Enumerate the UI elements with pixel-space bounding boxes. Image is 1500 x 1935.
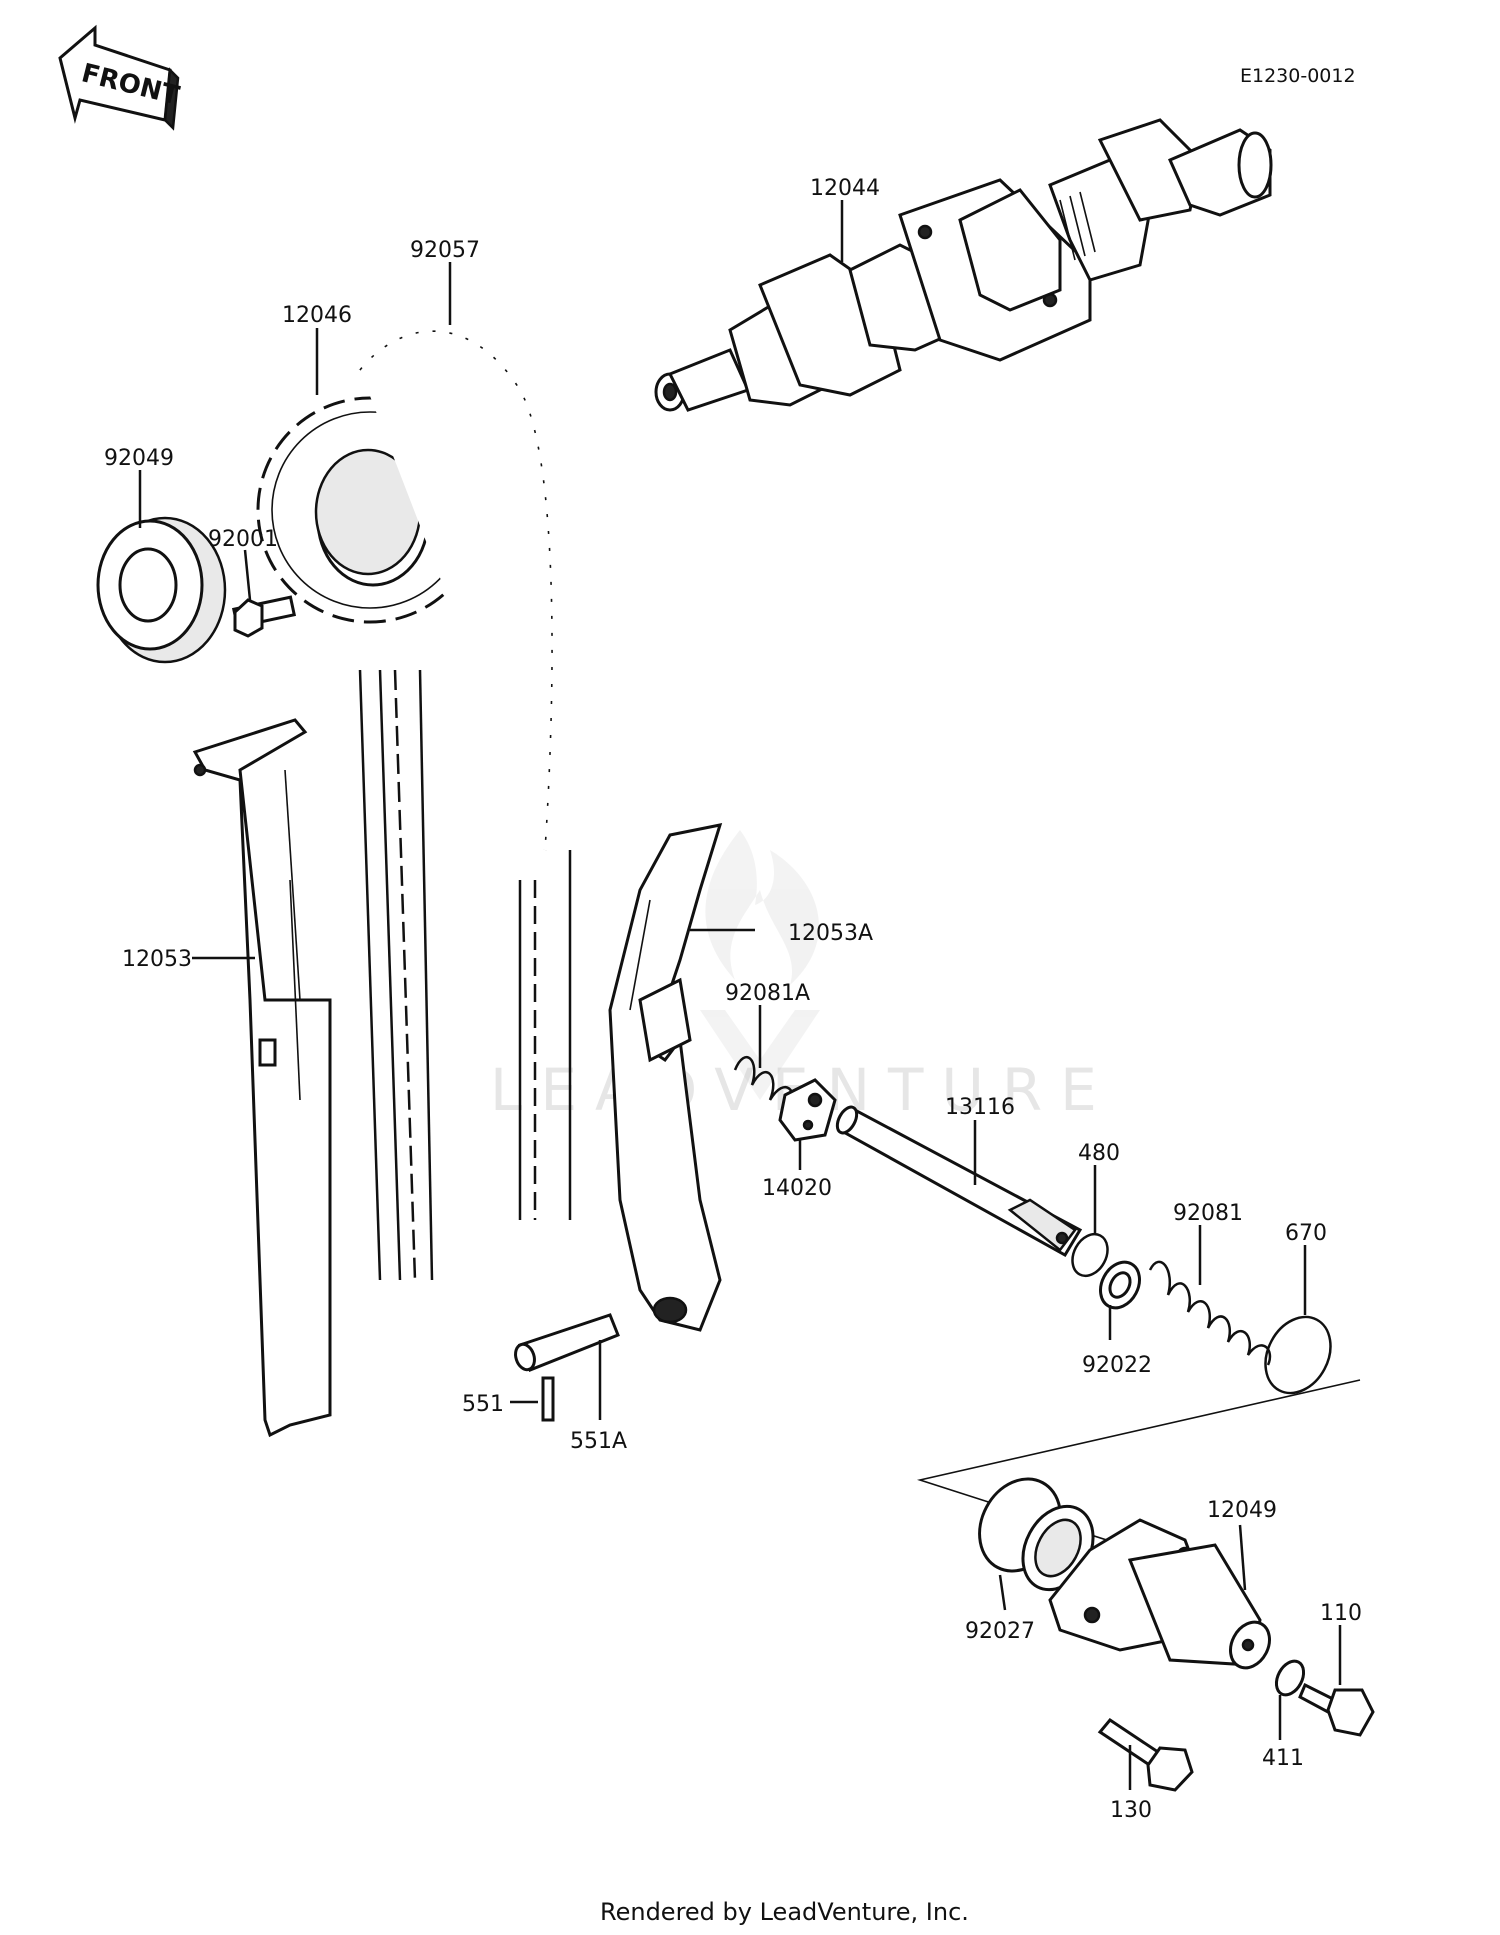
label-12046: 12046	[282, 303, 352, 328]
front-arrow: FRONT	[58, 24, 182, 131]
label-411: 411	[1262, 1746, 1304, 1771]
label-14020: 14020	[762, 1176, 832, 1201]
label-92081A: 92081A	[725, 981, 810, 1006]
label-12053A: 12053A	[788, 921, 873, 946]
cam-chain-part	[356, 326, 572, 1281]
label-92057: 92057	[410, 238, 480, 263]
rod-13116-part	[835, 1105, 1083, 1258]
label-92001: 92001	[208, 527, 278, 552]
watermark-logo	[700, 830, 820, 1100]
label-551: 551	[462, 1392, 504, 1417]
label-92022: 92022	[1082, 1353, 1152, 1378]
diagram-code: E1230-0012	[1240, 65, 1356, 87]
spring-92081A-part	[733, 1055, 795, 1116]
label-92081: 92081	[1173, 1201, 1243, 1226]
label-12053: 12053	[122, 947, 192, 972]
tensioner-body-group	[916, 1379, 1375, 1792]
leader-lines	[138, 200, 1342, 1790]
label-670: 670	[1285, 1221, 1327, 1246]
circlip-480-part	[1071, 1232, 1109, 1278]
label-92049: 92049	[104, 446, 174, 471]
chain-guide-part	[192, 718, 332, 1438]
label-110: 110	[1320, 1601, 1362, 1626]
label-12044: 12044	[810, 176, 880, 201]
tensioner-guide-part	[608, 823, 723, 1332]
label-12049: 12049	[1207, 1498, 1277, 1523]
label-480: 480	[1078, 1141, 1120, 1166]
oil-seal-part	[96, 516, 227, 664]
pin-551-part	[541, 1376, 555, 1422]
label-13116: 13116	[945, 1095, 1015, 1120]
bolt-92001-part	[231, 595, 297, 638]
label-130: 130	[1110, 1798, 1152, 1823]
label-551A: 551A	[570, 1429, 627, 1454]
camshaft-part	[654, 118, 1273, 412]
o-ring-670-part	[1264, 1315, 1332, 1395]
footer-credit: Rendered by LeadVenture, Inc.	[600, 1898, 969, 1926]
pin-551A-part	[514, 1313, 620, 1372]
washer-92022-part	[1099, 1260, 1141, 1310]
spring-92081-part	[1148, 1260, 1272, 1366]
label-92027: 92027	[965, 1619, 1035, 1644]
block-14020-part	[778, 1078, 837, 1142]
